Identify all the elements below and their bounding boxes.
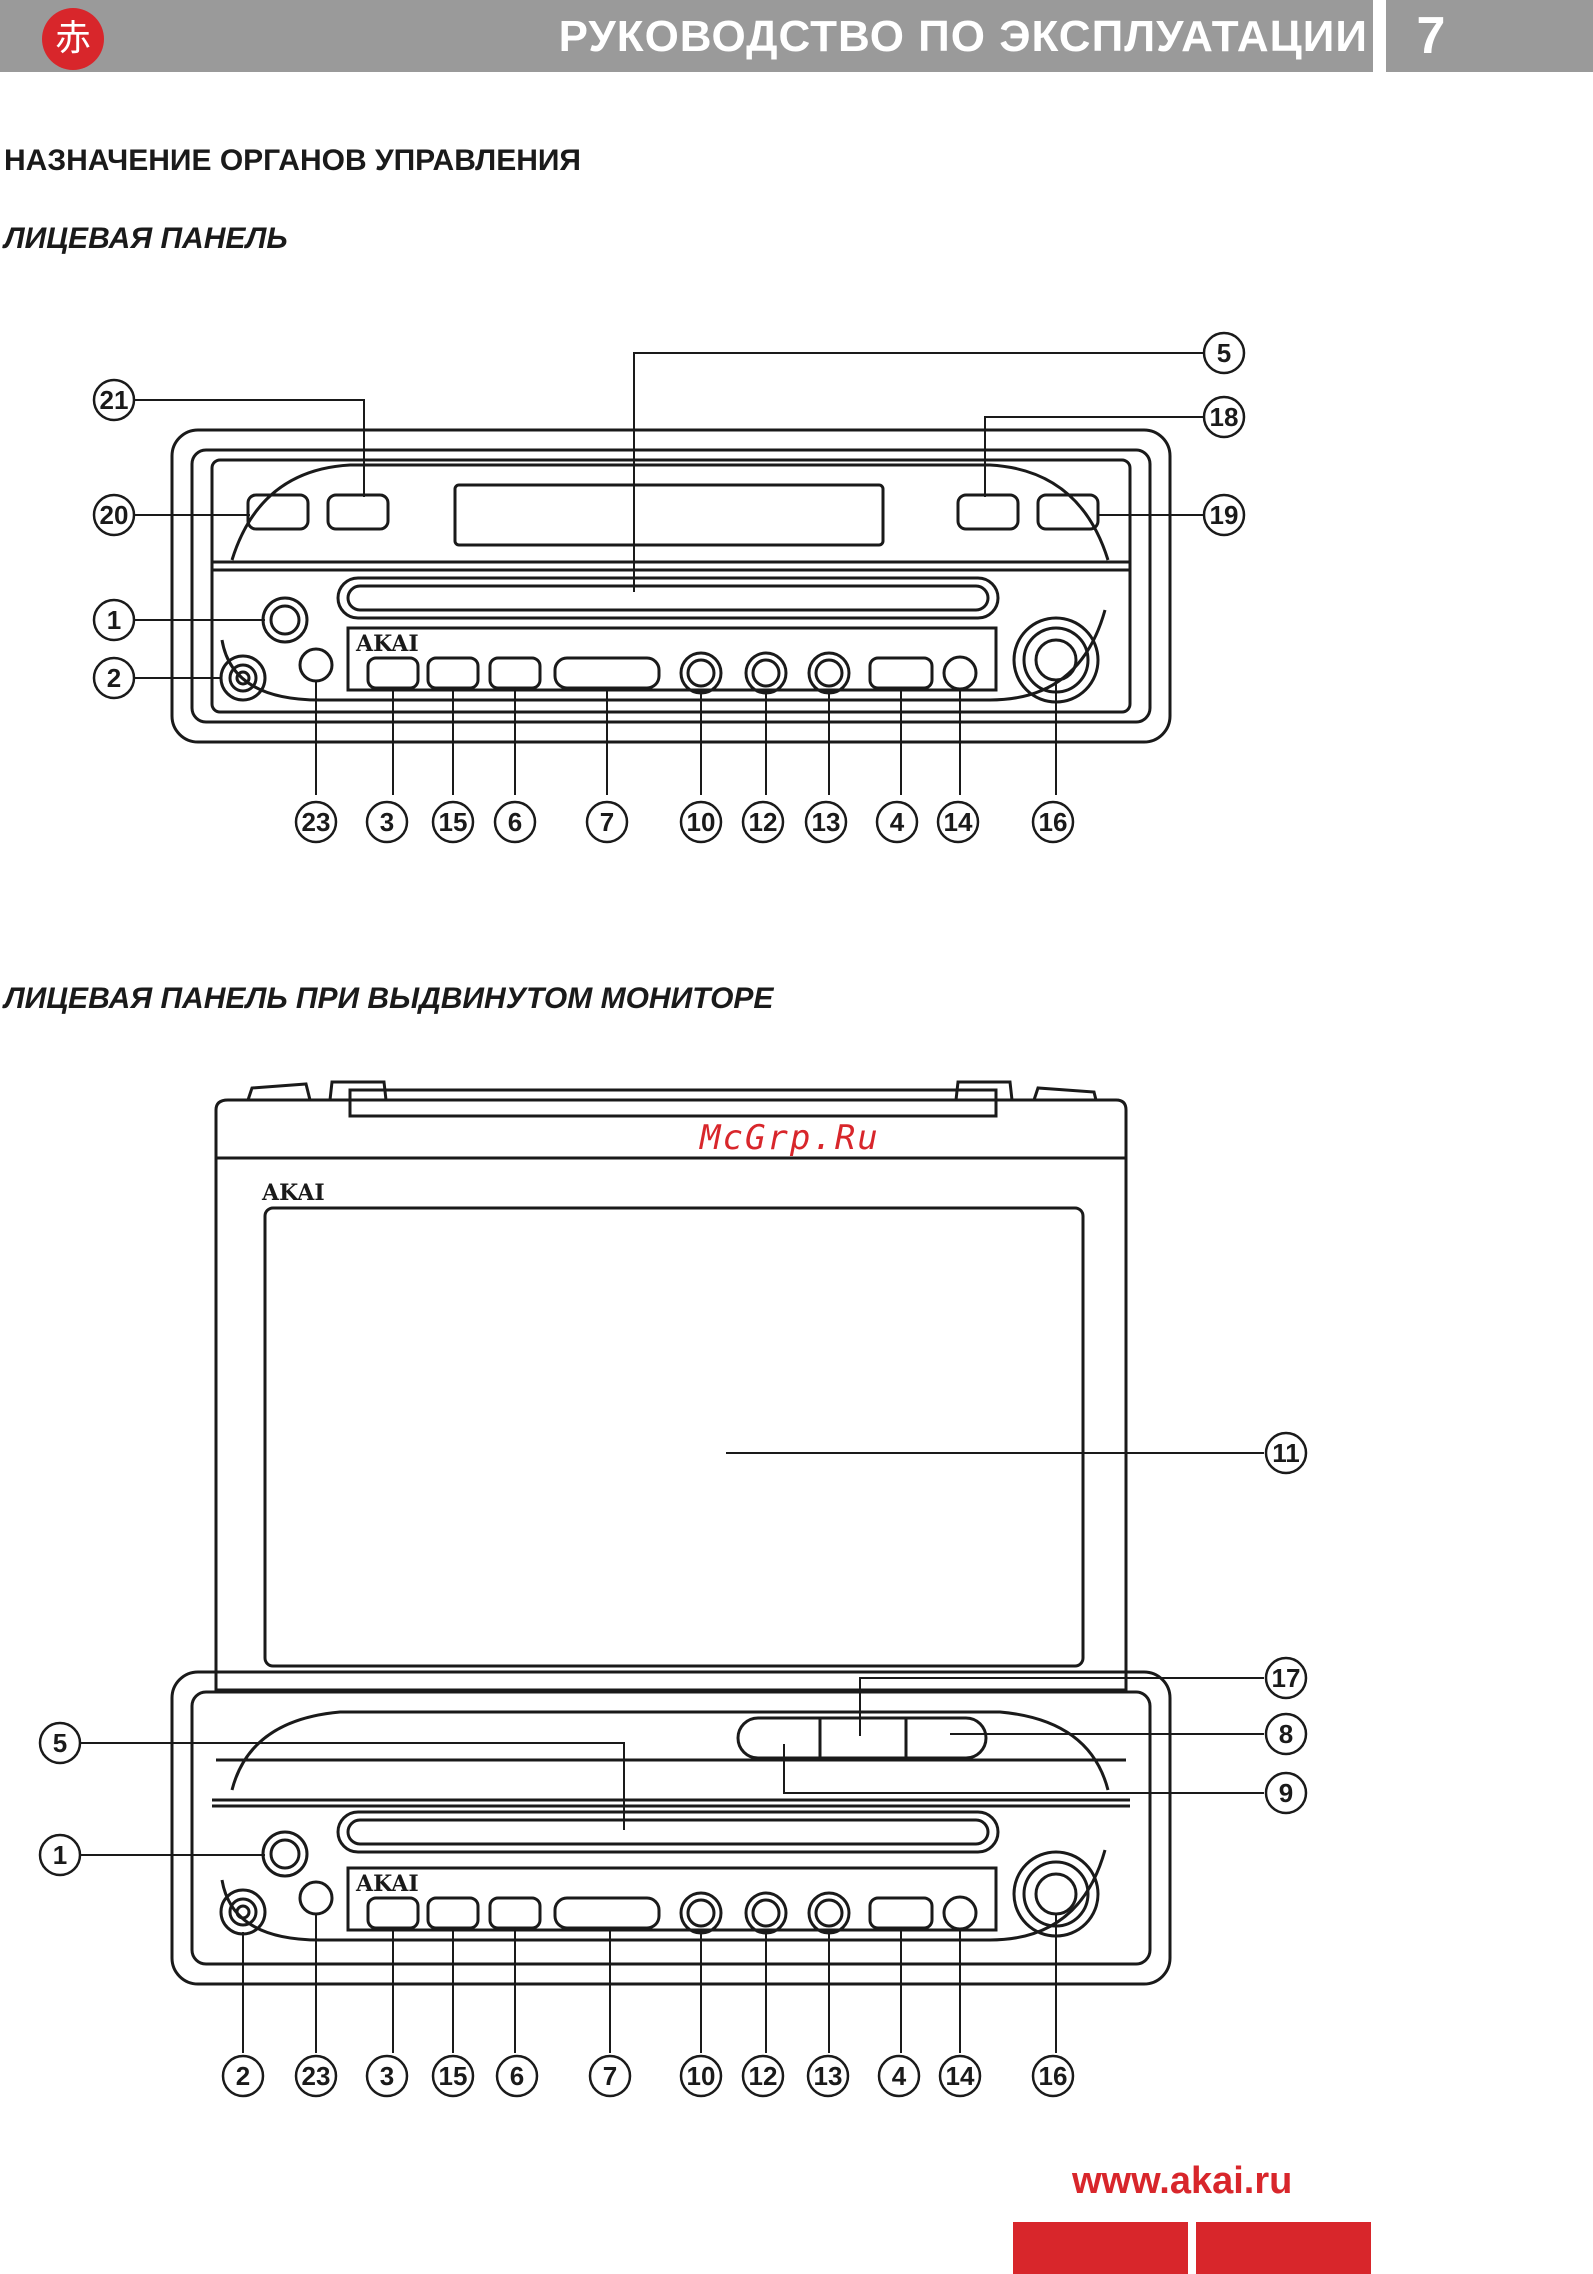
footer-bar-left [1013, 2222, 1188, 2274]
callout-8: 8 [1279, 1719, 1293, 1749]
callout-bottom: 3 [380, 807, 394, 837]
brand-label-monitor: AKAI [261, 1180, 325, 1206]
callout-2: 2 [107, 663, 121, 693]
callout-bottom: 4 [892, 2061, 907, 2091]
callout-18: 18 [1210, 402, 1239, 432]
callout-bottom: 23 [302, 807, 331, 837]
callout-21: 21 [100, 385, 129, 415]
callout-bottom: 16 [1039, 2061, 1068, 2091]
callout-bottom: 15 [439, 807, 468, 837]
callout-bottom: 4 [890, 807, 905, 837]
callout-bottom: 14 [944, 807, 973, 837]
callout-bottom: 2 [236, 2061, 250, 2091]
callout-11: 11 [1272, 1438, 1300, 1468]
callout-17: 17 [1272, 1663, 1301, 1693]
callout-5: 5 [1217, 338, 1231, 368]
footer-bar-right [1196, 2222, 1371, 2274]
callout-19: 19 [1210, 500, 1239, 530]
front-panel-drawing [172, 430, 1170, 742]
callout-bottom: 6 [510, 2061, 524, 2091]
callout-bottom: 23 [302, 2061, 331, 2091]
monitor-panel-drawing [172, 1082, 1170, 1984]
brand-label-2: AKAI [355, 1871, 419, 1897]
callout-bottom: 14 [946, 2061, 975, 2091]
watermark-text: McGrp.Ru [700, 1118, 880, 1158]
callout-bottom: 10 [687, 2061, 716, 2091]
callout-bottom: 12 [749, 807, 778, 837]
callout-9: 9 [1279, 1778, 1293, 1808]
callout-1: 1 [53, 1840, 67, 1870]
callout-bottom: 13 [814, 2061, 843, 2091]
callout-bottom: 3 [380, 2061, 394, 2091]
callout-20: 20 [100, 500, 129, 530]
callout-bottom: 7 [600, 807, 614, 837]
callout-5: 5 [53, 1728, 67, 1758]
callout-bottom: 15 [439, 2061, 468, 2091]
callout-bottom: 12 [749, 2061, 778, 2091]
callout-bottom: 13 [812, 807, 841, 837]
brand-label-1: AKAI [355, 631, 419, 657]
callout-bottom: 6 [508, 807, 522, 837]
footer-url-link[interactable]: www.akai.ru [1072, 2160, 1292, 2203]
callout-bottom: 7 [603, 2061, 617, 2091]
callout-1: 1 [107, 605, 121, 635]
callout-bottom: 10 [687, 807, 716, 837]
callout-bottom: 16 [1039, 807, 1068, 837]
